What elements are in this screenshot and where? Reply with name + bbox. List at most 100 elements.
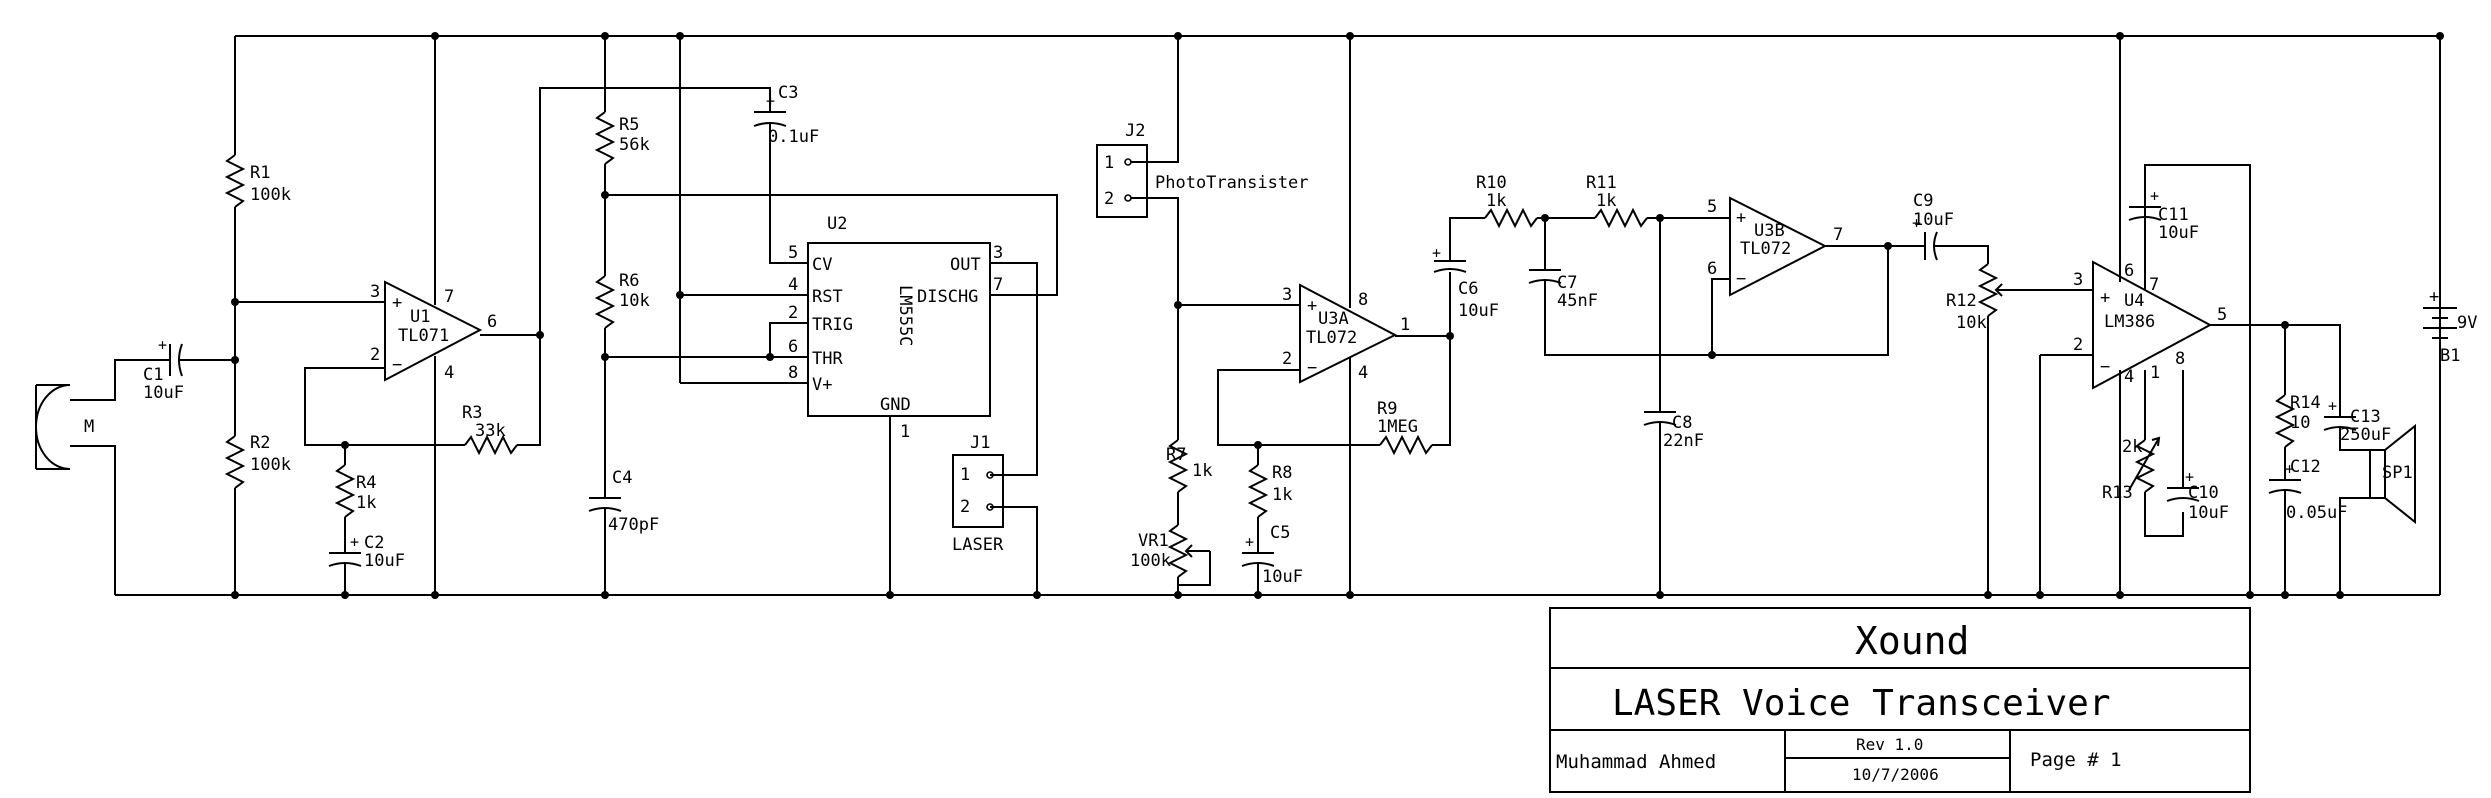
j1-pin1: 1 (960, 465, 970, 485)
u2-pin-rst: RST (812, 287, 843, 307)
capacitor-c7: C7 45nF (1528, 269, 1598, 311)
c8-ref: C8 (1672, 413, 1692, 433)
r4-ref: R4 (356, 473, 376, 493)
r12-ref: R12 (1946, 291, 1977, 311)
u3b-pin7: 7 (1833, 225, 1843, 245)
c8-value: 22nF (1663, 431, 1704, 451)
j1-label: LASER (952, 535, 1004, 555)
capacitor-c11: + C11 10uF (2128, 187, 2199, 243)
r14-value: 10 (2290, 413, 2310, 433)
u2-pin5: 5 (788, 243, 798, 263)
r10-ref: R10 (1476, 173, 1507, 193)
u1-plus: + (392, 293, 402, 313)
potentiometer-vr1: VR1 100k (1130, 524, 1210, 578)
r8-ref: R8 (1272, 463, 1292, 483)
capacitor-c13: + C13 250uF (2323, 397, 2391, 445)
r1-value: 100k (250, 185, 291, 205)
capacitor-c8: C8 22nF (1643, 411, 1704, 451)
u3b-part: TL072 (1740, 239, 1791, 259)
capacitor-c3: + C3 0.1uF (753, 83, 819, 147)
r7-value: 1k (1192, 461, 1212, 481)
u2-pin-cv: CV (812, 255, 832, 275)
potentiometer-r13: 2k R13 (2102, 436, 2161, 503)
c9-plus: + (1912, 214, 1921, 232)
u2-pin-gnd: GND (880, 395, 911, 415)
title-block-subtitle: LASER Voice Transceiver (1612, 683, 2111, 724)
sp1-ref: SP1 (2382, 463, 2413, 483)
u1-pin7: 7 (444, 287, 454, 307)
r14-ref: R14 (2290, 393, 2321, 413)
c11-value: 10uF (2158, 223, 2199, 243)
u3b-pin6: 6 (1707, 259, 1717, 279)
potentiometer-r12: R12 10k (1946, 263, 2085, 333)
r10-value: 1k (1486, 191, 1506, 211)
u4-pin7: 7 (2149, 275, 2159, 295)
c6-value: 10uF (1458, 301, 1499, 321)
u3a-pin1: 1 (1400, 315, 1410, 335)
j2-ref: J2 (1125, 121, 1145, 141)
c11-ref: C11 (2158, 205, 2189, 225)
u2-pin8: 8 (788, 363, 798, 383)
u2-pin1: 1 (900, 422, 910, 442)
c12-plus: + (2285, 460, 2294, 478)
u2-pin-thr: THR (812, 349, 843, 369)
r8-value: 1k (1272, 485, 1292, 505)
c1-value: 10uF (143, 383, 184, 403)
c11-plus: + (2150, 187, 2159, 205)
r3-value: 33k (475, 421, 506, 441)
capacitor-c10: + C10 10uF (2166, 468, 2229, 523)
u4-pin6: 6 (2124, 261, 2134, 281)
c4-value: 470pF (608, 515, 659, 535)
c13-ref: C13 (2350, 407, 2381, 427)
r2-value: 100k (250, 455, 291, 475)
capacitor-c12: + C12 0.05uF (2268, 457, 2347, 523)
opamp-u3a: + − U3A TL072 3 2 8 4 1 (1282, 283, 1410, 384)
r9-ref: R9 (1377, 399, 1397, 419)
u1-minus: − (392, 355, 402, 375)
r12-value: 10k (1956, 313, 1987, 333)
b1-value: 9V (2457, 313, 2477, 333)
u2-pin3: 3 (993, 243, 1003, 263)
resistor-r6: R6 10k (594, 271, 650, 329)
opamp-u3b: + − U3B TL072 5 6 7 (1707, 196, 1843, 297)
c9-value: 10uF (1913, 210, 1954, 230)
opamp-u1: + − U1 TL071 3 2 7 4 6 (370, 280, 497, 383)
u4-pin1: 1 (2150, 363, 2160, 383)
amplifier-u4: + − U4 LM386 3 2 6 7 4 5 8 1 (2040, 260, 2227, 390)
j2-pin2: 2 (1104, 189, 1114, 209)
title-block-page: Page # 1 (2030, 749, 2122, 771)
r11-value: 1k (1596, 191, 1616, 211)
c13-plus: + (2328, 397, 2337, 415)
r7-ref: R7 (1166, 445, 1186, 465)
u3a-plus: + (1307, 296, 1317, 316)
c5-ref: C5 (1270, 523, 1290, 543)
u3a-pin8: 8 (1358, 290, 1368, 310)
connector-j1: J1 1 2 LASER (952, 433, 1004, 555)
junction-dots (231, 32, 2444, 599)
u3a-pin2: 2 (1282, 349, 1292, 369)
resistor-r10: R10 1k (1476, 173, 1538, 229)
r11-ref: R11 (1586, 173, 1617, 193)
c3-value: 0.1uF (768, 127, 819, 147)
battery-b1: + 9V B1 (2423, 287, 2477, 366)
u2-pin-dischg: DISCHG (917, 287, 978, 307)
j1-ref: J1 (970, 433, 990, 453)
vr1-value: 100k (1130, 551, 1171, 571)
c10-plus: + (2185, 468, 2194, 486)
j2-label: PhotoTransister (1155, 173, 1309, 193)
c1-plus: + (158, 336, 167, 354)
u1-part: TL071 (398, 326, 449, 346)
r3-ref: R3 (462, 403, 482, 423)
j1-pin2: 2 (960, 497, 970, 517)
resistor-r1: R1 100k (224, 154, 291, 208)
u4-pin3: 3 (2073, 270, 2083, 290)
u1-pin2: 2 (370, 345, 380, 365)
resistor-r2: R2 100k (224, 433, 291, 489)
j2-pin1: 1 (1104, 153, 1114, 173)
title-block: Xound LASER Voice Transceiver Muhammad A… (1549, 607, 2251, 793)
u3a-ref: U3A (1318, 309, 1349, 329)
capacitor-c6: + C6 10uF (1432, 244, 1499, 321)
u3a-minus: − (1307, 358, 1317, 378)
capacitor-c2: + C2 10uF (328, 533, 405, 571)
c4-ref: C4 (612, 468, 632, 488)
